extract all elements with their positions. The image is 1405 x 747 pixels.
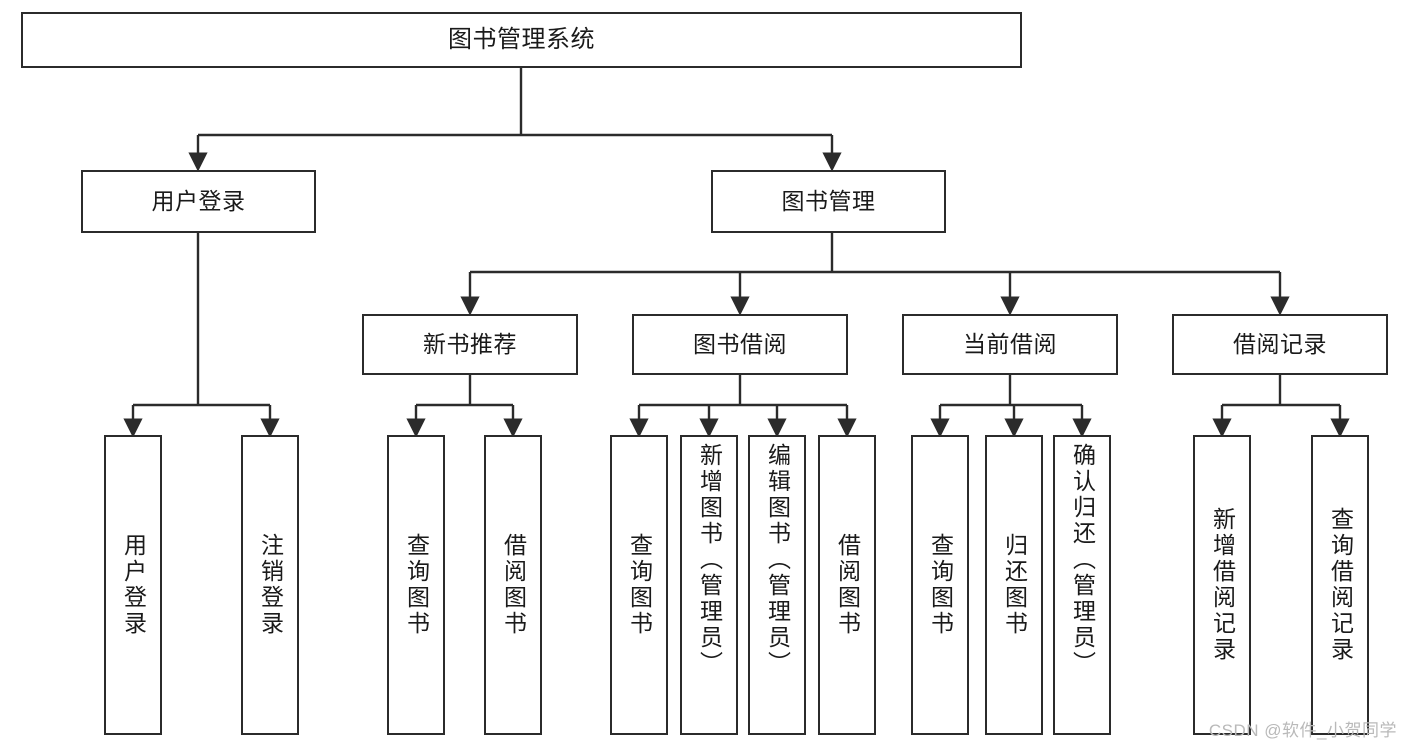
node-leaf-query-book-3[interactable]: 查询图书 — [911, 435, 969, 735]
node-current-borrow[interactable]: 当前借阅 — [902, 314, 1118, 375]
node-borrow-record[interactable]: 借阅记录 — [1172, 314, 1388, 375]
node-leaf-query-book-2-label: 查询图书 — [626, 533, 653, 637]
node-leaf-borrow-book-1[interactable]: 借阅图书 — [484, 435, 542, 735]
node-current-borrow-label: 当前借阅 — [963, 330, 1057, 357]
node-leaf-add-book[interactable]: 新增图书（管理员） — [680, 435, 738, 735]
node-leaf-query-book-2[interactable]: 查询图书 — [610, 435, 668, 735]
node-book-management[interactable]: 图书管理 — [711, 170, 946, 233]
node-leaf-add-book-label: 新增图书（管理员） — [696, 443, 723, 677]
node-book-management-label: 图书管理 — [781, 187, 876, 214]
node-leaf-query-record[interactable]: 查询借阅记录 — [1311, 435, 1369, 735]
node-user-login[interactable]: 用户登录 — [81, 170, 316, 233]
node-root[interactable]: 图书管理系统 — [21, 12, 1022, 68]
node-leaf-return-book[interactable]: 归还图书 — [985, 435, 1043, 735]
node-root-label: 图书管理系统 — [448, 25, 595, 53]
node-leaf-user-logout-label: 注销登录 — [257, 533, 284, 637]
node-leaf-edit-book[interactable]: 编辑图书（管理员） — [748, 435, 806, 735]
node-leaf-borrow-book-2[interactable]: 借阅图书 — [818, 435, 876, 735]
node-leaf-confirm-return-label: 确认归还（管理员） — [1069, 443, 1096, 677]
node-leaf-query-book-1[interactable]: 查询图书 — [387, 435, 445, 735]
node-leaf-user-login-label: 用户登录 — [120, 533, 147, 637]
node-leaf-add-record[interactable]: 新增借阅记录 — [1193, 435, 1251, 735]
node-borrow-record-label: 借阅记录 — [1233, 330, 1327, 357]
node-leaf-add-record-label: 新增借阅记录 — [1209, 507, 1236, 663]
node-leaf-borrow-book-1-label: 借阅图书 — [500, 533, 527, 637]
node-leaf-edit-book-label: 编辑图书（管理员） — [764, 443, 791, 677]
node-user-login-label: 用户登录 — [151, 187, 246, 214]
node-leaf-user-login[interactable]: 用户登录 — [104, 435, 162, 735]
node-book-borrow[interactable]: 图书借阅 — [632, 314, 848, 375]
node-leaf-query-book-1-label: 查询图书 — [403, 533, 430, 637]
watermark-text: CSDN @软件_小贺同学 — [1208, 721, 1397, 740]
node-leaf-query-record-label: 查询借阅记录 — [1327, 507, 1354, 663]
node-new-book-recommend-label: 新书推荐 — [423, 330, 517, 357]
node-leaf-user-logout[interactable]: 注销登录 — [241, 435, 299, 735]
node-leaf-query-book-3-label: 查询图书 — [927, 533, 954, 637]
node-leaf-confirm-return[interactable]: 确认归还（管理员） — [1053, 435, 1111, 735]
node-leaf-borrow-book-2-label: 借阅图书 — [834, 533, 861, 637]
node-leaf-return-book-label: 归还图书 — [1001, 533, 1028, 637]
node-new-book-recommend[interactable]: 新书推荐 — [362, 314, 578, 375]
node-book-borrow-label: 图书借阅 — [693, 330, 787, 357]
